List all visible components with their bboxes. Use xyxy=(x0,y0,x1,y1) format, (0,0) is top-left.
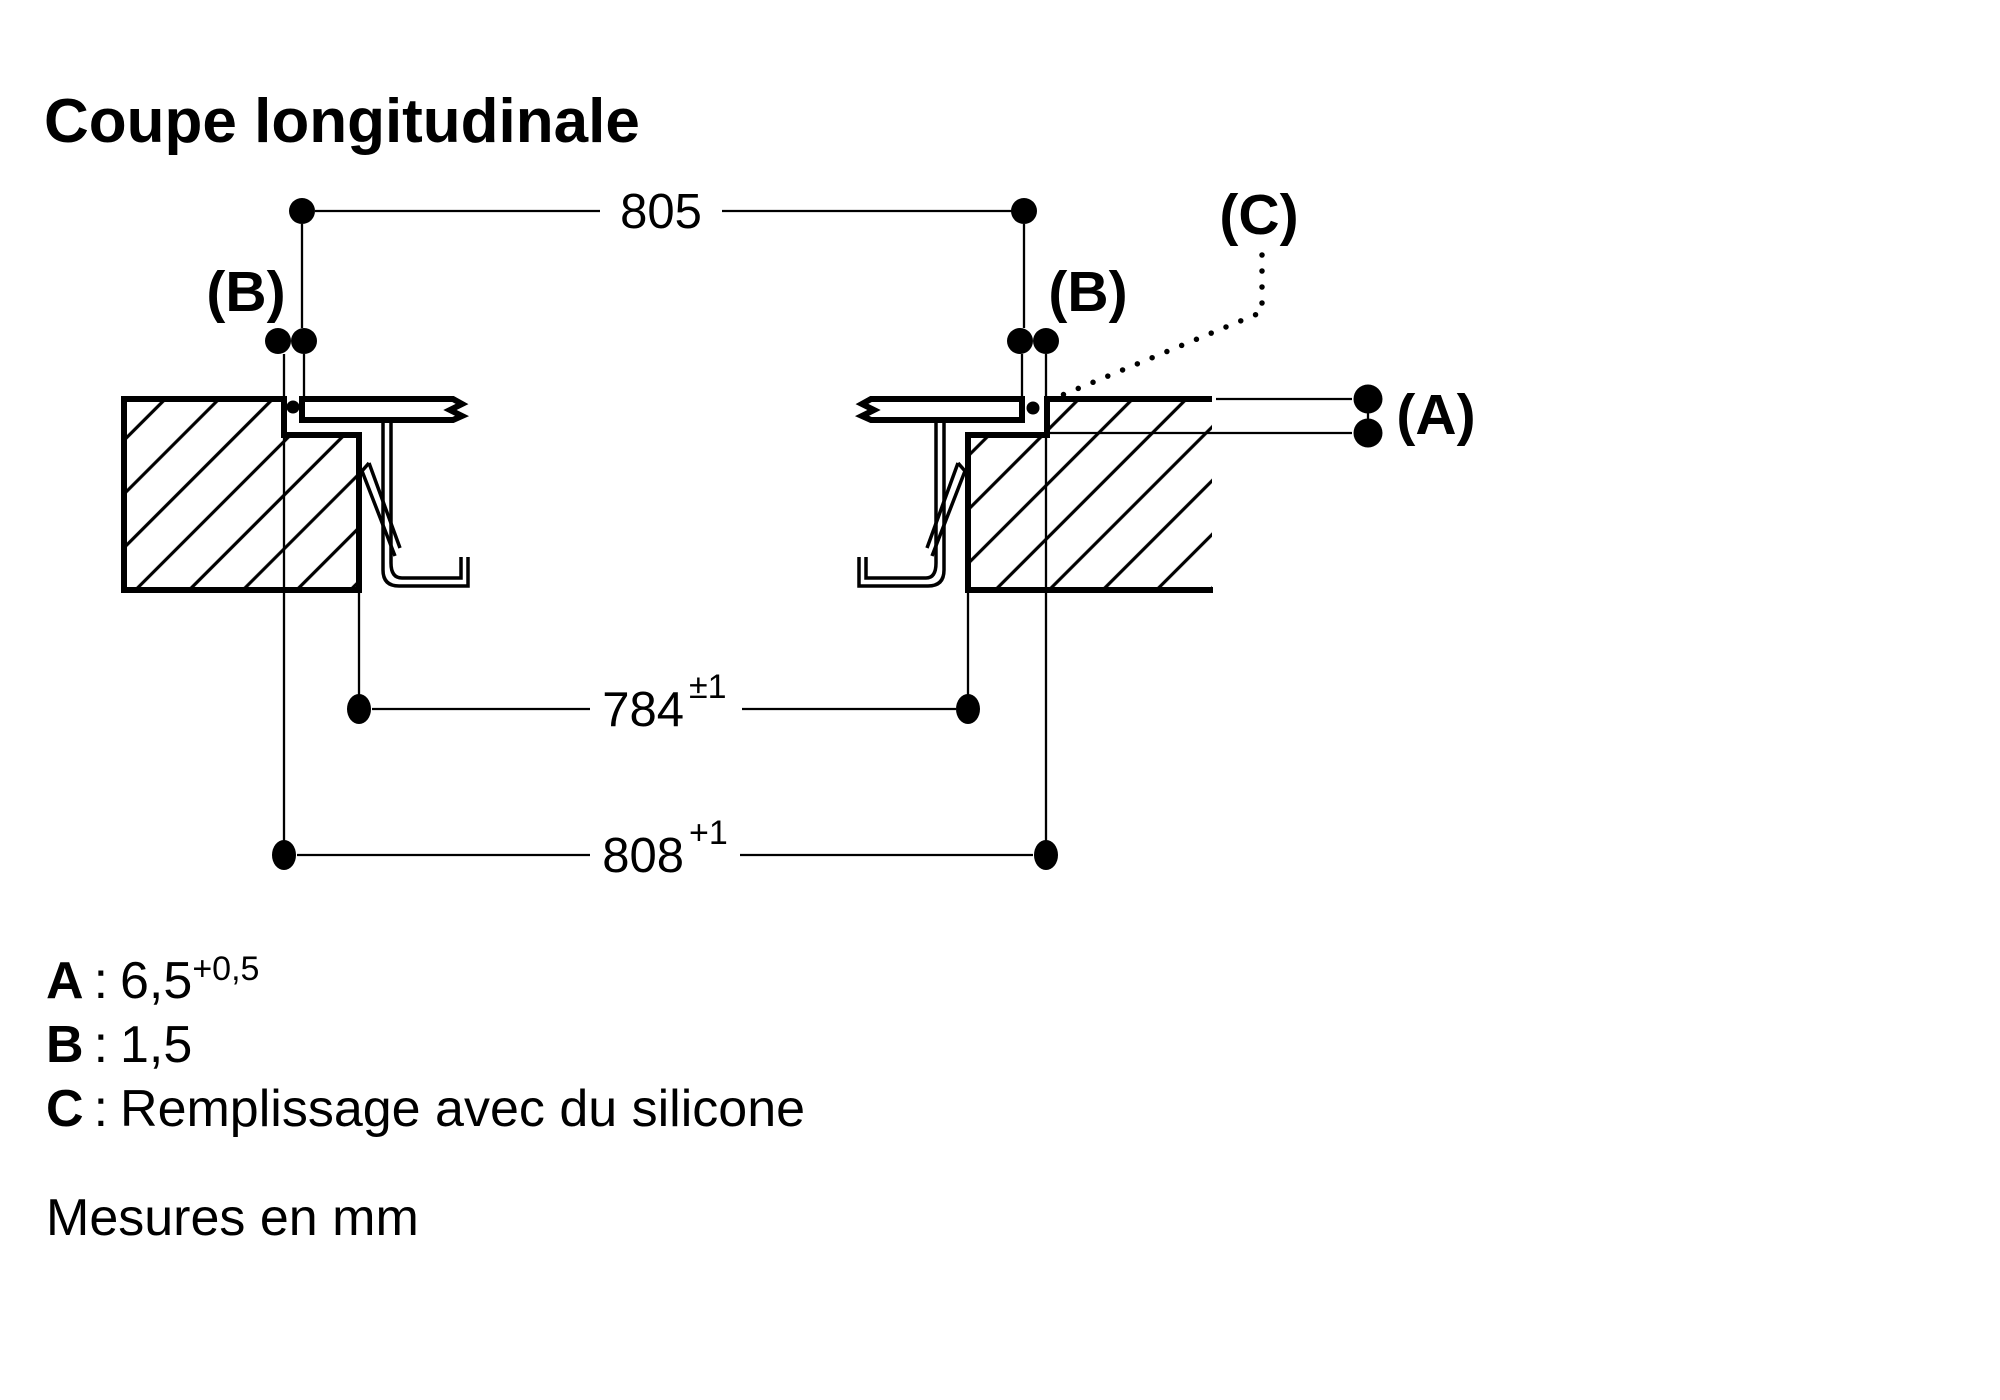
silicone-joint-dot-left xyxy=(286,400,300,414)
callout-b-right: (B) xyxy=(1007,260,1128,415)
clip-right-stroke-1 xyxy=(930,470,967,557)
callout-b-left-label: (B) xyxy=(206,260,285,324)
callout-b-right-dot-1 xyxy=(1007,328,1033,354)
legend-separator-a: : xyxy=(93,952,109,1010)
page-title: Coupe longitudinale xyxy=(44,87,640,156)
countertop-right xyxy=(965,396,1213,593)
countertop-left-hatch xyxy=(124,399,359,590)
legend-row-c: C:Remplissage avec du silicone xyxy=(46,1080,805,1144)
dim-808-dot-right xyxy=(1034,840,1058,870)
callout-c: (C) xyxy=(1057,183,1299,399)
clip-left-stroke-2 xyxy=(367,462,402,549)
extension-lines xyxy=(282,224,1048,842)
dim-805-value: 805 xyxy=(620,185,702,239)
legend-separator-c: : xyxy=(93,1080,109,1138)
countertop-right-hatch xyxy=(968,399,1212,590)
legend-key-b: B xyxy=(46,1016,84,1074)
clip-left-apex xyxy=(360,461,371,473)
dimension-805: 805 xyxy=(289,185,1037,239)
dim-808-tolerance: +1 xyxy=(689,814,728,852)
callout-a-label: (A) xyxy=(1396,383,1475,447)
legend: A:6,5+0,5 B:1,5 C:Remplissage avec du si… xyxy=(46,950,805,1144)
dim-805-dot-right xyxy=(1011,198,1037,224)
legend-tolerance-a: +0,5 xyxy=(192,950,260,988)
callout-b-left-dot-1 xyxy=(265,328,291,354)
callout-a: (A) xyxy=(1049,383,1476,448)
frame-left-inner xyxy=(389,420,463,580)
cooktop-glass-left xyxy=(299,396,470,423)
callout-a-dot-top xyxy=(1353,384,1383,414)
mounting-clip-left xyxy=(360,461,402,557)
legend-key-c: C xyxy=(46,1080,84,1138)
clip-left-stroke-1 xyxy=(360,470,397,557)
dim-784-dot-right xyxy=(956,694,980,724)
dimension-808: 808 +1 xyxy=(272,814,1058,883)
legend-value-c: Remplissage avec du silicone xyxy=(120,1080,806,1138)
legend-row-b: B:1,5 xyxy=(46,1016,805,1080)
callout-b-left: (B) xyxy=(206,260,317,414)
legend-value-b: 1,5 xyxy=(120,1016,193,1074)
dim-784-value: 784 xyxy=(602,683,684,737)
callout-b-left-dot-2 xyxy=(291,328,317,354)
measurement-unit-note: Mesures en mm xyxy=(46,1189,419,1247)
frame-right-inner xyxy=(864,420,938,580)
frame-right-outer xyxy=(857,420,946,588)
dim-808-value: 808 xyxy=(602,829,684,883)
callout-a-dot-bottom xyxy=(1353,418,1383,448)
countertop-right-outline xyxy=(965,396,1213,593)
legend-separator-b: : xyxy=(93,1016,109,1074)
callout-c-label: (C) xyxy=(1219,183,1298,247)
dimension-784: 784 ±1 xyxy=(347,668,980,737)
callout-b-right-dot-2 xyxy=(1033,328,1059,354)
cooktop-frame-right xyxy=(857,420,946,588)
legend-row-a: A:6,5+0,5 xyxy=(46,950,805,1016)
dim-805-dot-left xyxy=(289,198,315,224)
countertop-left xyxy=(121,396,362,593)
callout-b-right-label: (B) xyxy=(1048,260,1127,324)
legend-key-a: A xyxy=(46,952,84,1010)
legend-value-a: 6,5 xyxy=(120,952,193,1010)
dim-784-dot-left xyxy=(347,694,371,724)
dim-808-dot-left xyxy=(272,840,296,870)
clip-right-apex xyxy=(956,461,967,473)
mounting-clip-right xyxy=(925,461,967,557)
silicone-joint-dot-right xyxy=(1026,401,1040,415)
cooktop-frame-left xyxy=(381,420,470,588)
cooktop-glass-right xyxy=(854,396,1025,423)
dim-784-tolerance: ±1 xyxy=(689,668,727,706)
frame-left-outer xyxy=(381,420,470,588)
clip-right-stroke-2 xyxy=(925,462,960,549)
